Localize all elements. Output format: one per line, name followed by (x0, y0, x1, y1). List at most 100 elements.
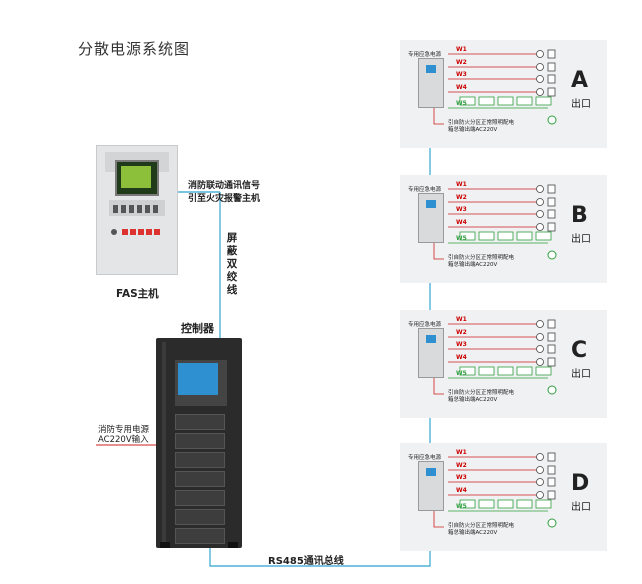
exit-sign-icon (535, 96, 552, 106)
emergency-light-icon (547, 518, 557, 528)
feed-line (433, 376, 444, 395)
panel-feed-note-line2: 箱总输出端AC220V (448, 262, 498, 268)
light-fixture-icon (547, 222, 556, 232)
wire-label: W5 (456, 100, 467, 107)
breaker-icon (536, 50, 544, 58)
exit-sign-icon (459, 96, 476, 106)
panel-feed-note: 引自防火分区正常照明配电箱总输出端AC220V (448, 255, 514, 269)
fas-host-cabinet (96, 145, 178, 275)
wire-label: W3 (456, 206, 467, 213)
breaker-icon (536, 75, 544, 83)
exit-sign-icon (497, 366, 514, 376)
fas-note-line2: 引至火灾报警主机 (188, 194, 261, 204)
device-title: 专用应急电源 (408, 187, 442, 193)
panel-wiring (433, 319, 557, 395)
panel-outlet-label: 出口 (571, 502, 591, 513)
light-fixture-icon (547, 490, 556, 500)
controller-screen-frame (175, 360, 227, 406)
wire-label: W1 (456, 46, 467, 53)
breaker-icon (536, 210, 544, 218)
panel-feed-note-line2: 箱总输出端AC220V (448, 127, 498, 133)
breaker-icon (536, 466, 544, 474)
wire-label: W4 (456, 487, 467, 494)
panel-feed-note-line1: 引自防火分区正常照明配电 (448, 390, 515, 396)
light-fixture-icon (547, 332, 556, 342)
panel-outlet-label: 出口 (571, 99, 591, 110)
breaker-icon (536, 345, 544, 353)
wire-label: W4 (456, 84, 467, 91)
exit-sign-icon (516, 96, 533, 106)
panel-feed-note-line1: 引自防火分区正常照明配电 (448, 523, 515, 529)
light-fixture-icon (547, 452, 556, 462)
exit-sign-icon (516, 499, 533, 509)
ac-input-note: 消防专用电源 AC220V输入 (98, 425, 149, 445)
breaker-icon (536, 333, 544, 341)
breaker-icon (536, 453, 544, 461)
wire-label: W3 (456, 341, 467, 348)
exit-sign-icon (478, 96, 495, 106)
exit-sign-icon (535, 366, 552, 376)
panel-feed-note: 引自防火分区正常照明配电箱总输出端AC220V (448, 120, 514, 134)
emergency-power-unit (418, 58, 444, 108)
ac-input-line2: AC220V输入 (98, 435, 149, 445)
wire-label: W4 (456, 354, 467, 361)
fas-screen (115, 160, 159, 196)
panel-outlet-label: 出口 (571, 369, 591, 380)
panel-letter: C (571, 338, 588, 363)
device-title: 专用应急电源 (408, 455, 442, 461)
exit-sign-icon (535, 231, 552, 241)
wire-label: W2 (456, 194, 467, 201)
cabinet-foot-right (228, 542, 238, 548)
wire-label: W4 (456, 219, 467, 226)
device-title: 专用应急电源 (408, 52, 442, 58)
fas-note-line1: 消防联动通讯信号 (188, 181, 261, 191)
emergency-light-icon (547, 385, 557, 395)
fas-label: FAS主机 (116, 288, 159, 300)
wire-label: W5 (456, 503, 467, 510)
fas-note: 消防联动通讯信号 引至火灾报警主机 (188, 180, 260, 206)
emergency-power-unit (418, 328, 444, 378)
breaker-icon (536, 185, 544, 193)
exit-sign-icon (459, 366, 476, 376)
breaker-icon (536, 223, 544, 231)
feed-line (433, 241, 444, 260)
breaker-icon (536, 88, 544, 96)
exit-sign-icon (459, 231, 476, 241)
light-fixture-icon (547, 184, 556, 194)
exit-sign-icon (497, 231, 514, 241)
wire-label: W5 (456, 235, 467, 242)
shielded-cable-label: 屏蔽双绞线 (226, 232, 238, 296)
wire-label: W5 (456, 370, 467, 377)
panel-wiring (433, 49, 557, 125)
exit-sign-icon (459, 499, 476, 509)
panel-feed-note: 引自防火分区正常照明配电箱总输出端AC220V (448, 390, 514, 404)
emergency-light-icon (547, 115, 557, 125)
panel-feed-note-line1: 引自防火分区正常照明配电 (448, 120, 515, 126)
light-fixture-icon (547, 319, 556, 329)
ac-input-line1: 消防专用电源 (98, 425, 150, 435)
emergency-power-unit (418, 193, 444, 243)
breaker-icon (536, 320, 544, 328)
breaker-icon (536, 63, 544, 71)
exit-sign-icon (535, 499, 552, 509)
light-fixture-icon (547, 62, 556, 72)
wire-label: W1 (456, 316, 467, 323)
light-fixture-icon (547, 87, 556, 97)
panel-feed-note: 引自防火分区正常照明配电箱总输出端AC220V (448, 523, 514, 537)
emergency-power-unit (418, 461, 444, 511)
wire-label: W3 (456, 71, 467, 78)
light-fixture-icon (547, 49, 556, 59)
controller-screen (178, 363, 218, 395)
fas-button-row (109, 200, 165, 216)
wire-label: W3 (456, 474, 467, 481)
panel-letter: B (571, 203, 588, 228)
exit-sign-icon (497, 96, 514, 106)
rs485-label: RS485通讯总线 (268, 556, 344, 567)
breaker-icon (536, 491, 544, 499)
unit-display (426, 335, 436, 343)
